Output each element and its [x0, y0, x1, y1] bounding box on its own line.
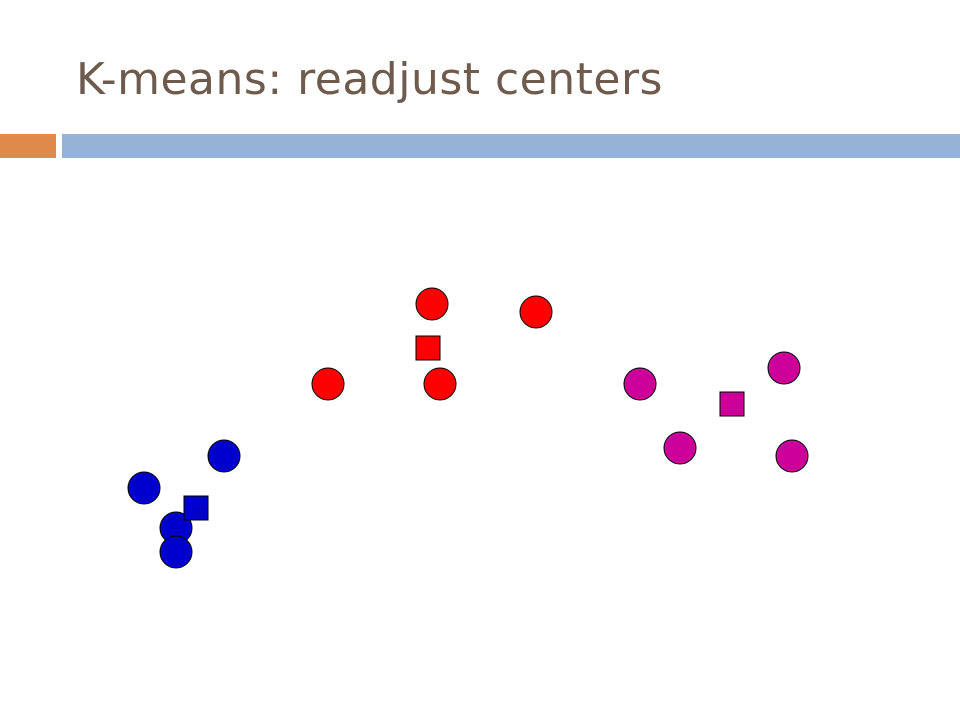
- cluster-center-magenta: [719, 391, 745, 417]
- accent-bar-orange: [0, 134, 56, 158]
- data-point-red-4: [423, 367, 457, 401]
- slide-title: K-means: readjust centers: [76, 54, 663, 105]
- cluster-center-red: [415, 335, 441, 361]
- data-point-magenta-1: [623, 367, 657, 401]
- data-point-red-3: [311, 367, 345, 401]
- data-point-blue-2: [127, 471, 161, 505]
- data-point-red-2: [519, 295, 553, 329]
- data-point-red-1: [415, 287, 449, 321]
- cluster-center-blue: [183, 495, 209, 521]
- data-point-magenta-4: [775, 439, 809, 473]
- data-point-magenta-2: [767, 351, 801, 385]
- data-point-magenta-3: [663, 431, 697, 465]
- data-point-blue-4: [159, 535, 193, 569]
- data-point-blue-1: [207, 439, 241, 473]
- accent-bar-blue: [62, 134, 960, 158]
